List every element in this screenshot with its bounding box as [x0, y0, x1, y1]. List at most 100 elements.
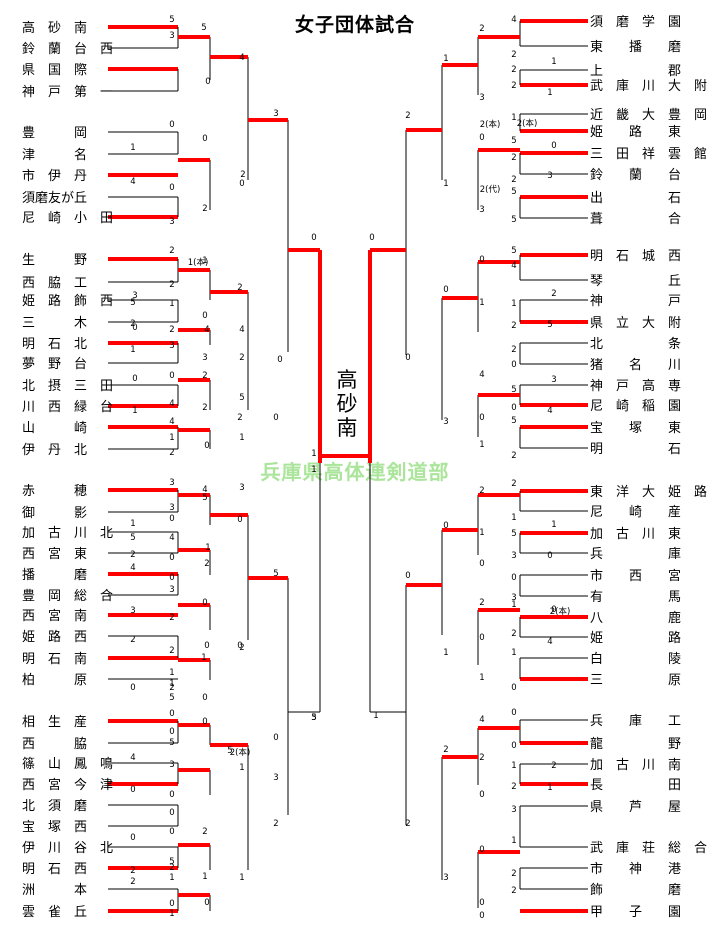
team-left-27: 明 石 南 [22, 651, 87, 667]
score-label: 0 [204, 641, 209, 651]
team-right-26: 八 鹿 [590, 610, 681, 626]
score-label: 1 [479, 298, 484, 308]
score-label: 0 [202, 598, 207, 608]
team-left-30: 西 脇 [22, 737, 87, 752]
score-label: 2 [479, 598, 484, 608]
score-label: 2 [169, 683, 174, 693]
score-label: 0 [239, 179, 244, 189]
score-label: 1 [551, 520, 556, 530]
score-label: 0 [479, 898, 484, 908]
score-label: 2 [551, 289, 556, 299]
team-right-37: 飾 磨 [590, 883, 681, 898]
score-label: 0 [202, 717, 207, 727]
score-label: 5 [273, 569, 278, 579]
team-left-37: 洲 本 [22, 883, 87, 898]
score-label: 5 [169, 15, 174, 25]
team-left-6: 市 伊 丹 [22, 168, 87, 184]
score-label: 3 [479, 93, 484, 103]
team-left-26: 姫 路 西 [22, 629, 87, 645]
page-title: 女子団体試合 [294, 14, 415, 36]
score-label: 2 [479, 486, 484, 496]
score-label: 1 [202, 256, 207, 266]
score-label: 2 [202, 371, 207, 381]
bracket-lines [108, 19, 588, 913]
score-label: 0 [479, 133, 484, 143]
score-label: 2 [237, 413, 242, 423]
score-label: 5 [202, 493, 207, 503]
score-label: 0 [202, 134, 207, 144]
score-label: 1 [311, 449, 316, 459]
score-label: 1 [169, 679, 174, 689]
team-left-24: 豊 岡 総 合 [22, 589, 113, 604]
team-left-11: 姫 路 飾 西 [22, 293, 113, 309]
team-right-11: 琴 丘 [590, 274, 681, 289]
score-label: 1 [201, 653, 206, 663]
team-right-22: 加 古 川 東 [590, 526, 681, 542]
score-label: 4 [239, 53, 244, 63]
team-left-19: 赤 穂 [22, 484, 87, 499]
team-right-18: 宝 塚 東 [590, 420, 681, 436]
team-left-17: 山 崎 [22, 421, 87, 436]
score-label: 3 [132, 291, 137, 301]
score-label: 2 [169, 863, 174, 873]
score-label: 2 [130, 866, 135, 876]
score-label: 0 [369, 233, 374, 243]
score-label: 3 [273, 109, 278, 119]
score-label: 1 [132, 406, 137, 416]
score-label: 2 [169, 280, 174, 290]
score-label: 1 [239, 763, 244, 773]
score-label: 0 [443, 285, 448, 295]
champion-label: 高砂南 [336, 368, 358, 440]
score-label: 0 [547, 551, 552, 561]
team-right-7: 鈴 蘭 台 [590, 167, 681, 183]
score-label: 2 [443, 745, 448, 755]
score-label: 0 [169, 371, 174, 381]
annotation-label: 2(本) [230, 747, 251, 758]
score-label: 0 [511, 360, 516, 370]
score-label: 0 [204, 441, 209, 451]
score-label: 5 [511, 136, 516, 146]
team-left-34: 宝 塚 西 [22, 820, 87, 835]
team-left-2: 県 国 際 [22, 63, 87, 78]
team-right-8: 出 石 [590, 191, 681, 206]
score-label: 0 [273, 733, 278, 743]
score-label: 3 [202, 353, 207, 363]
score-label: 2 [511, 629, 516, 639]
team-left-33: 北 須 磨 [22, 799, 87, 814]
team-right-14: 北 条 [590, 336, 681, 352]
score-label: 2 [511, 886, 516, 896]
score-label: 2 [169, 246, 174, 256]
score-label: 1 [239, 873, 244, 883]
score-label: 5 [227, 746, 232, 756]
score-label: 1 [479, 528, 484, 538]
score-label: 4 [547, 406, 552, 416]
score-label: 0 [169, 553, 174, 563]
score-label: 0 [169, 573, 174, 583]
team-right-31: 龍 野 [590, 736, 681, 752]
team-left-8: 尼 崎 小 田 [22, 211, 113, 226]
score-label: 1 [443, 54, 448, 64]
score-label: 0 [169, 514, 174, 524]
score-label: 5 [511, 215, 516, 225]
score-label: 0 [204, 898, 209, 908]
team-right-5: 姫 路 東 [590, 124, 681, 140]
team-left-15: 北 摂 三 田 [22, 378, 113, 394]
score-label: 2 [130, 319, 135, 329]
score-label: 1 [169, 909, 174, 919]
score-label: 1 [511, 299, 516, 309]
score-label: 0 [511, 403, 516, 413]
score-label: 0 [273, 413, 278, 423]
watermark-text: 兵庫県高体連剣道部 [260, 460, 450, 484]
score-label: 0 [169, 899, 174, 909]
score-label: 1 [130, 345, 135, 355]
score-label: 5 [169, 738, 174, 748]
score-label: 2 [511, 153, 516, 163]
team-right-16: 神 戸 高 専 [590, 378, 681, 394]
score-label: 4 [169, 399, 174, 409]
score-label: 3 [511, 593, 516, 603]
score-label: 3 [169, 585, 174, 595]
score-label: 4 [479, 715, 484, 725]
score-label: 0 [169, 709, 174, 719]
annotation-label: 2(代) [480, 184, 501, 195]
team-right-6: 三 田 祥 雲 館 [590, 147, 707, 162]
